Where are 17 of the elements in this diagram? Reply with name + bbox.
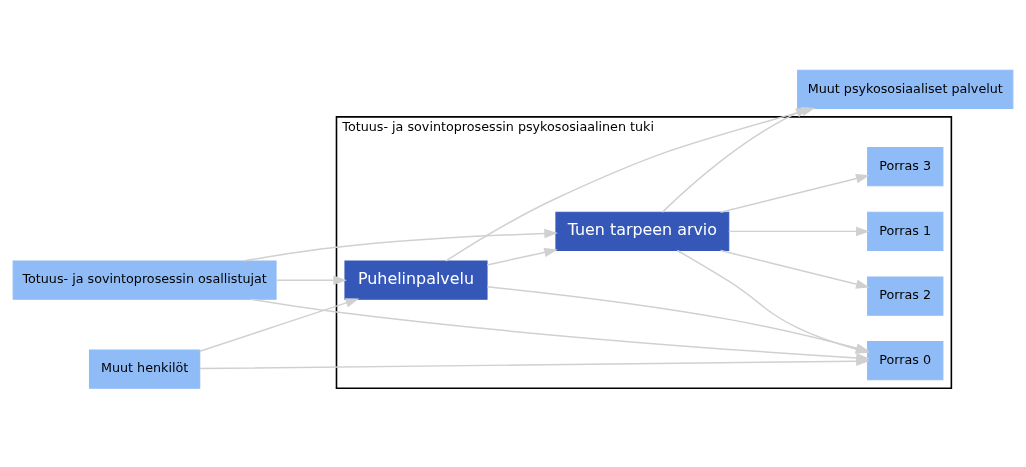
node-box: Porras 0 xyxy=(867,341,944,381)
arrow xyxy=(199,356,870,370)
node-box: Puhelinpalvelu xyxy=(344,260,488,300)
arrow xyxy=(719,249,870,289)
arrow xyxy=(486,247,558,266)
node-box: Porras 2 xyxy=(867,276,944,316)
node-box: Muut psykososiaaliset palvelut xyxy=(797,69,1014,109)
node-box: Totuus- ja sovintoprosessin osallistujat xyxy=(12,260,277,300)
arrow xyxy=(728,226,870,237)
arrow xyxy=(275,275,347,285)
node-box: Tuen tarpeen arvio xyxy=(555,211,730,251)
node-box: Porras 3 xyxy=(867,147,944,187)
node-box: Porras 1 xyxy=(867,211,944,251)
arrow xyxy=(719,173,870,213)
arrow xyxy=(242,228,558,262)
arrow xyxy=(199,298,360,352)
node-box: Muut henkilöt xyxy=(88,349,201,389)
